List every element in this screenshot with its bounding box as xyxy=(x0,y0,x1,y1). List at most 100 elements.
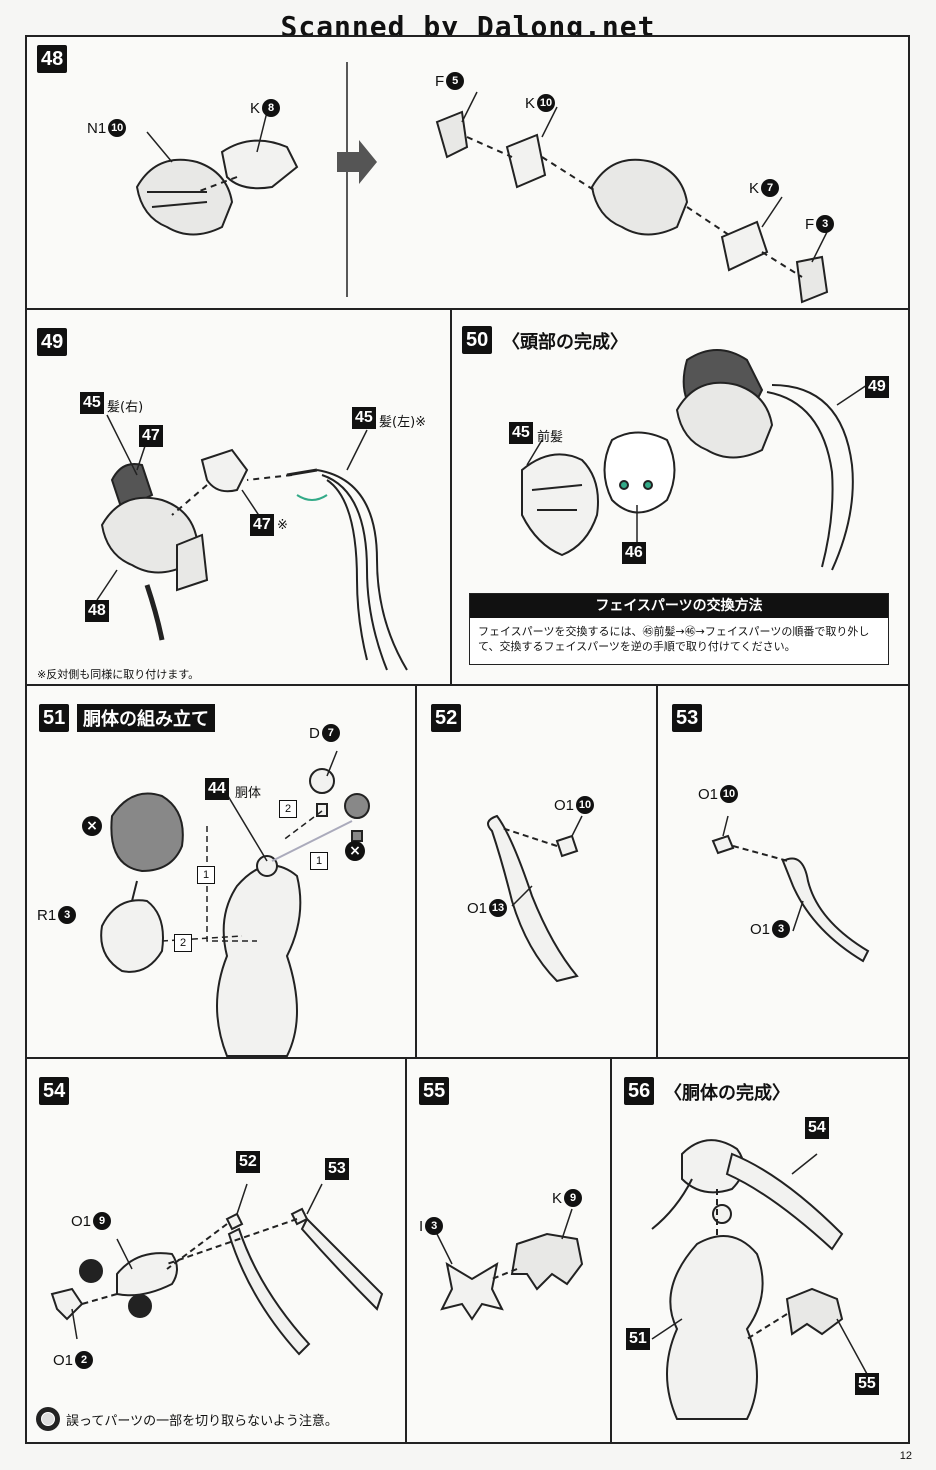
ref-45-left-hair-text: 髪(左)※ xyxy=(379,415,427,430)
ref-46: 46 xyxy=(622,542,646,564)
ref-52: 52 xyxy=(236,1151,260,1173)
step-number: 48 xyxy=(37,45,68,73)
order-box-2-right: 2 xyxy=(279,800,297,818)
label-text: K xyxy=(749,179,760,197)
step-54-illustration xyxy=(50,1183,384,1356)
part-circle: 9 xyxy=(564,1189,583,1207)
step-56-panel: 56 〈胴体の完成〉 54 51 55 xyxy=(610,1057,910,1444)
order-box-1-right: 1 xyxy=(310,852,328,870)
part-circle: 5 xyxy=(446,72,465,90)
part-circle: 10 xyxy=(537,94,556,112)
step-number: 50 xyxy=(462,326,493,354)
part-circle: 9 xyxy=(93,1212,112,1230)
page-number: 12 xyxy=(899,1450,912,1462)
label-text: K xyxy=(552,1189,563,1207)
step-title: 〈胴体の完成〉 xyxy=(664,1083,790,1104)
caution-note: 誤ってパーツの一部を切り取らないよう注意。 xyxy=(36,1407,338,1431)
part-circle: 10 xyxy=(576,796,595,814)
step-48-illustration xyxy=(135,62,829,304)
face-parts-info-title: フェイスパーツの交換方法 xyxy=(470,594,888,618)
ref-47-b-mark: ※ xyxy=(277,518,288,533)
step-number: 55 xyxy=(419,1077,450,1105)
ref-55: 55 xyxy=(855,1373,879,1395)
label-text: F xyxy=(435,72,445,90)
part-circle: 3 xyxy=(816,215,835,233)
part-circle: 3 xyxy=(425,1217,444,1235)
ref-45-right-hair: 45 xyxy=(80,392,104,414)
part-circle: 8 xyxy=(262,99,281,117)
part-circle: 10 xyxy=(108,119,127,137)
label-text: O1 xyxy=(554,796,575,814)
ref-45-right-hair-text: 髪(右) xyxy=(107,400,144,415)
step-50-panel: 50 〈頭部の完成〉 45 前髪 46 49 フェイスパーツの交換方法 フェイス… xyxy=(450,308,910,686)
step-number: 51 xyxy=(39,704,70,732)
step-49-illustration xyxy=(96,414,408,671)
ref-48: 48 xyxy=(85,600,109,622)
ref-51: 51 xyxy=(626,1328,650,1350)
label-text: R1 xyxy=(37,906,57,924)
label-text: O1 xyxy=(698,785,719,803)
ref-49: 49 xyxy=(865,376,889,398)
remove-mark-right: × xyxy=(345,841,365,861)
ref-45-front-hair-text: 前髪 xyxy=(537,430,564,445)
label-text: K xyxy=(250,99,261,117)
step-49-panel: 49 45 髪(右) 47 45 髪(左)※ 47 ※ 48 ※反対側も同様に取… xyxy=(25,308,452,686)
step-52-illustration xyxy=(487,814,583,983)
step-53-illustration xyxy=(711,815,870,963)
ref-53: 53 xyxy=(325,1158,349,1180)
label-text: O1 xyxy=(71,1212,92,1230)
step-56-illustration xyxy=(651,1139,868,1420)
caution-cut-icon xyxy=(36,1407,60,1431)
step-number: 49 xyxy=(37,328,68,356)
part-circle: 7 xyxy=(761,179,780,197)
step-50-illustration xyxy=(521,349,868,571)
order-box-2-left: 2 xyxy=(174,934,192,952)
step-number: 54 xyxy=(39,1077,70,1105)
part-circle: 7 xyxy=(321,724,340,742)
step-51-illustration xyxy=(100,750,370,1057)
ref-54: 54 xyxy=(805,1117,829,1139)
caution-text: 誤ってパーツの一部を切り取らないよう注意。 xyxy=(66,1413,338,1429)
remove-mark-left: × xyxy=(82,816,102,836)
label-text: O1 xyxy=(53,1351,74,1369)
part-circle: 13 xyxy=(489,899,508,917)
ref-44-body: 44 xyxy=(205,778,229,800)
ref-47-a: 47 xyxy=(139,425,163,447)
part-circle: 3 xyxy=(58,906,77,924)
face-parts-info-body: フェイスパーツを交換するには、㊺前髪→㊻→フェイスパーツの順番で取り外して、交換… xyxy=(478,625,870,653)
label-text: D xyxy=(309,724,320,742)
label-text: O1 xyxy=(750,920,771,938)
label-text: K xyxy=(525,94,536,112)
ref-45-left-hair: 45 xyxy=(352,407,376,429)
step-title: 〈頭部の完成〉 xyxy=(502,332,628,353)
step-55-illustration xyxy=(436,1208,584,1321)
step-number: 56 xyxy=(624,1077,655,1105)
ref-45-front-hair: 45 xyxy=(509,422,533,444)
order-box-1-left: 1 xyxy=(197,866,215,884)
part-circle: 3 xyxy=(772,920,791,938)
step-number: 53 xyxy=(672,704,703,732)
step-title: 胴体の組み立て xyxy=(77,704,215,732)
label-text: I xyxy=(419,1217,424,1235)
label-text: N1 xyxy=(87,119,107,137)
label-text: O1 xyxy=(467,899,488,917)
